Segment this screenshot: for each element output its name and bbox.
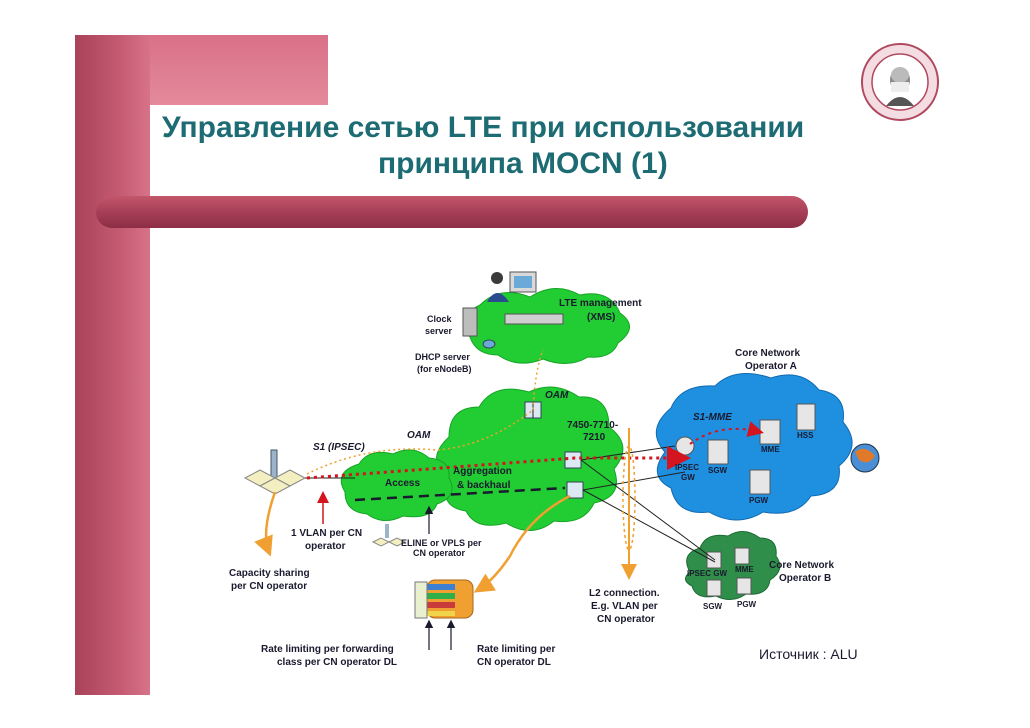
ipsec-gw-a-icon — [675, 436, 695, 456]
mme-b-icon — [734, 547, 750, 565]
core-b-label-1: Core Network — [769, 560, 834, 571]
sgw-a-icon — [707, 439, 729, 465]
ipsec-gw-b-icon — [706, 551, 722, 569]
s1-mme-path — [689, 421, 764, 445]
lte-management-label: LTE management — [559, 298, 642, 309]
vlan-label-2: operator — [305, 541, 346, 552]
source-caption: Источник : ALU — [745, 642, 929, 666]
dhcp2-label: (for eNodeB) — [417, 364, 472, 374]
title-underline-bar — [96, 196, 808, 228]
node-id-line-2: 7210 — [583, 432, 606, 443]
access-cloud — [340, 449, 453, 521]
pgw-b-label: PGW — [737, 600, 757, 609]
sgw-b-label: SGW — [703, 602, 723, 611]
core-b-label-2: Operator B — [779, 573, 831, 584]
left-decor-band — [75, 35, 150, 695]
pgw-b-icon — [736, 577, 752, 595]
enodeb-icon — [243, 449, 307, 495]
l2-label-3: CN operator — [597, 614, 655, 625]
aggregation-label-2: & backhaul — [457, 480, 511, 491]
enodeb-small-icon — [371, 524, 407, 547]
title-line-2: принципа MOCN (1) — [378, 147, 668, 180]
sgw-b-icon — [706, 579, 722, 597]
core-a-label-1: Core Network — [735, 348, 800, 359]
pgw-a-icon — [749, 469, 771, 495]
slide-title: Управление сетью LTE при использовании п… — [150, 110, 930, 182]
core-a-label-2: Operator A — [745, 361, 797, 372]
pgw-a-label: PGW — [749, 496, 769, 505]
s1-ipsec-label: S1 (IPSEC) — [313, 442, 365, 453]
l2-label-1: L2 connection. — [589, 588, 660, 599]
mme-b-label: MME — [735, 565, 754, 574]
hss-icon — [796, 403, 816, 431]
server-label: server — [425, 326, 453, 336]
mme-a-icon — [759, 419, 781, 445]
oam-left-label: OAM — [407, 430, 431, 441]
oam-top-label: OAM — [545, 390, 569, 401]
node-id-line-1: 7450-7710- — [567, 420, 618, 431]
mme-a-label: MME — [761, 445, 780, 454]
clock-server-icon — [462, 307, 478, 337]
xms-server-icon — [504, 313, 564, 325]
oam-path — [306, 349, 544, 475]
rate-fwd-label-2: class per CN operator DL — [277, 657, 397, 668]
workstation-icon — [487, 271, 537, 302]
vlan-label-1: 1 VLAN per CN — [291, 528, 362, 539]
gw-a-label: GW — [681, 473, 695, 482]
ipsec-a-label: IPSEC — [675, 463, 699, 472]
l2-label-2: E.g. VLAN per — [591, 601, 658, 612]
dhcp-server-icon — [482, 339, 496, 349]
rate-limiter-icon — [414, 579, 474, 619]
internet-globe-icon — [850, 443, 880, 473]
title-line-1: Управление сетью LTE при использовании — [162, 111, 805, 144]
sgw-a-label: SGW — [708, 466, 728, 475]
ipsec-gw-b-label: IPSEC GW — [687, 569, 727, 578]
rate-cn-label-2: CN operator DL — [477, 657, 551, 668]
top-decor-band — [150, 35, 328, 105]
clock-label: Clock — [427, 314, 453, 324]
eline-label-2: CN operator — [413, 548, 466, 558]
rate-cn-label-1: Rate limiting per — [477, 644, 555, 655]
capacity-label-2: per CN operator — [231, 581, 307, 592]
l2-oval — [622, 445, 636, 551]
academy-emblem-icon — [861, 43, 939, 121]
hss-label: HSS — [797, 431, 814, 440]
eline-label-1: ELINE or VPLS per — [401, 538, 482, 548]
xms-label: (XMS) — [587, 312, 615, 323]
aggregation-label-1: Aggregation — [453, 466, 512, 477]
management-cloud — [462, 288, 630, 364]
capacity-label-1: Capacity sharing — [229, 568, 310, 579]
capacity-arrow — [254, 491, 277, 557]
access-label: Access — [385, 478, 420, 489]
s1-mme-label: S1-MME — [693, 412, 732, 423]
rate-limiter-arrow — [473, 494, 571, 593]
rate-fwd-label-1: Rate limiting per forwarding — [261, 644, 394, 655]
dhcp-label: DHCP server — [415, 352, 470, 362]
dashed-vlan-line — [354, 486, 566, 502]
core-network-b-cloud — [685, 531, 781, 600]
lte-mocn-diagram: LTE management (XMS) Clock server DHCP s… — [229, 271, 880, 668]
